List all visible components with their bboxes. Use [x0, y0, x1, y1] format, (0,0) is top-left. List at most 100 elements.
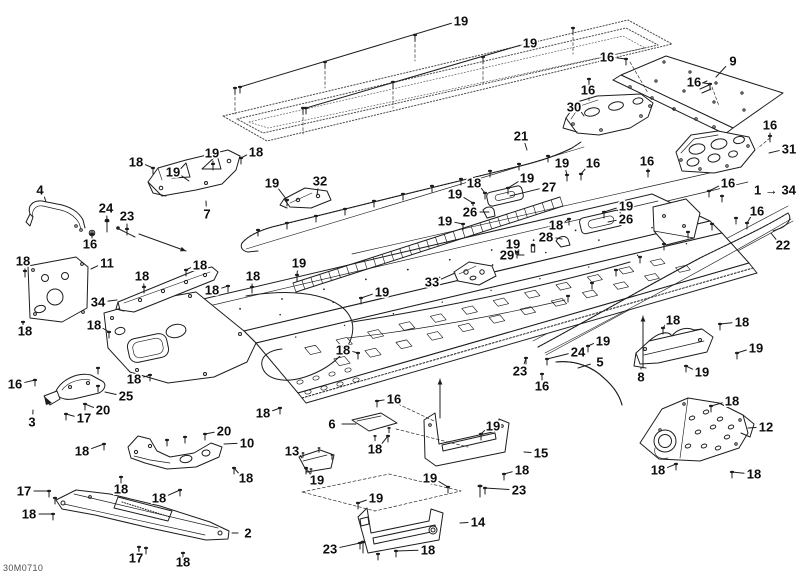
bracket-parts-shape: [742, 108, 746, 112]
callout-leader-lines-shape: [355, 501, 361, 505]
callout-19: 19: [292, 256, 306, 271]
bracket-parts-shape: [44, 396, 52, 405]
callout-26: 26: [463, 205, 477, 220]
frame-tunnel-shape: [320, 385, 328, 391]
frame-tunnel-shape: [613, 281, 629, 290]
bracket-parts-shape: [61, 272, 69, 280]
callout-31: 31: [782, 142, 796, 157]
frame-tunnel-shape: [435, 236, 439, 247]
bolt-pins-shape: [613, 268, 619, 272]
callout-18: 18: [18, 324, 32, 339]
callout-leader-lines-shape: [509, 188, 540, 197]
bracket-parts-shape: [123, 271, 211, 304]
bracket-parts-shape: [710, 138, 728, 150]
bracket-parts-shape: [727, 424, 735, 430]
bracket-parts-shape: [608, 101, 624, 111]
frame-tunnel-shape: [559, 196, 564, 206]
callout-leader-lines-shape: [734, 351, 740, 355]
bracket-parts-shape: [81, 310, 85, 314]
direction-arrows: [138, 233, 646, 419]
bolt-pins-shape: [589, 281, 595, 285]
bracket-parts-shape: [639, 397, 749, 462]
bracket-parts-shape: [565, 93, 654, 136]
callout-17: 17: [77, 411, 91, 426]
callout-leader-lines-shape: [106, 330, 112, 334]
frame-tunnel-shape: [126, 333, 170, 363]
bolt-pins-shape: [284, 221, 290, 225]
frame-tunnel-shape: [238, 332, 242, 336]
frame-tunnel-shape: [461, 305, 478, 315]
callout-19: 19: [166, 165, 180, 180]
callout-16: 16: [8, 377, 22, 392]
bolt-pins-shape: [565, 294, 571, 298]
bracket-parts-shape: [680, 134, 719, 154]
frame-tunnel-shape: [636, 254, 639, 257]
bracket-parts-shape: [555, 361, 623, 406]
bracket-parts-shape: [740, 414, 755, 438]
bracket-parts-shape: [373, 435, 377, 437]
bracket-parts-shape: [479, 269, 485, 275]
frame-tunnel-shape: [491, 264, 494, 266]
bracket-parts-shape: [158, 185, 164, 191]
bracket-parts-shape: [41, 274, 49, 282]
callout-leader-lines-shape: [683, 364, 689, 368]
callout-22: 22: [776, 238, 790, 253]
frame-tunnel-shape: [506, 213, 510, 224]
assembly-dashed-lines: [395, 61, 771, 448]
bracket-parts-shape: [31, 268, 35, 272]
callout-17: 17: [17, 484, 31, 499]
frame-tunnel-shape: [346, 265, 350, 275]
frame-tunnel-shape: [530, 243, 536, 247]
frame-tunnel-shape: [372, 256, 377, 267]
frame-tunnel-shape-shape: [587, 215, 615, 229]
bracket-parts-shape: [728, 150, 738, 158]
bracket-parts-shape: [712, 125, 716, 129]
bolt-pins-shape: [516, 162, 522, 166]
callout-18: 18: [135, 269, 149, 284]
frame-tunnel-shape: [490, 289, 492, 292]
bracket-parts-shape: [738, 418, 742, 422]
callout-leader-lines-shape: [358, 296, 364, 300]
callout-9: 9: [729, 54, 736, 69]
bracket-parts-shape: [709, 424, 717, 430]
callout-14: 14: [471, 515, 486, 530]
bolt-pins-shape: [719, 194, 725, 198]
callout-2: 2: [244, 526, 251, 541]
callout-19: 19: [520, 171, 534, 186]
frame-tunnel-shape: [188, 294, 192, 298]
frame-tunnel-shape: [203, 372, 207, 376]
frame-tunnel-shape: [448, 258, 451, 261]
callout-18: 18: [127, 372, 141, 387]
callout-19: 19: [454, 14, 468, 29]
callout-leader-lines-shape: [339, 542, 361, 548]
callout-18: 18: [152, 491, 166, 506]
callout-19: 19: [619, 199, 633, 214]
callout-6: 6: [328, 417, 335, 432]
bolt-pins-shape: [400, 192, 406, 196]
frame-tunnel-shape: [323, 288, 325, 291]
bracket-parts-shape: [147, 181, 167, 197]
bracket-parts-shape: [441, 432, 497, 452]
callout-leader-lines-shape: [118, 475, 124, 479]
frame-tunnel-shape: [555, 236, 571, 248]
frame-tunnel-shape: [532, 239, 535, 242]
callout-leader-lines-shape: [438, 481, 449, 488]
bracket-parts-shape: [359, 516, 370, 527]
slide-rails-shape: [772, 212, 791, 232]
bracket-parts-shape: [201, 449, 211, 457]
callout-leader-lines-shape: [202, 432, 208, 436]
callout-29: 29: [500, 248, 514, 263]
callout-4: 4: [36, 183, 44, 198]
callout-leader-lines-shape: [717, 322, 723, 326]
bolt-pins-shape: [487, 169, 493, 173]
bracket-parts-shape: [654, 447, 669, 459]
callout-leader-lines-shape: [603, 207, 617, 213]
bolt-pins-shape: [570, 26, 576, 30]
callout-leader-lines-shape: [249, 285, 255, 289]
bolt-pins-shape: [733, 216, 739, 220]
frame-tunnel-shape: [312, 375, 320, 381]
frame-tunnel-shape: [524, 289, 541, 299]
bracket-parts-shape: [217, 530, 223, 536]
bolt-pins-shape: [232, 86, 238, 90]
frame-tunnel-shape: [364, 278, 367, 281]
